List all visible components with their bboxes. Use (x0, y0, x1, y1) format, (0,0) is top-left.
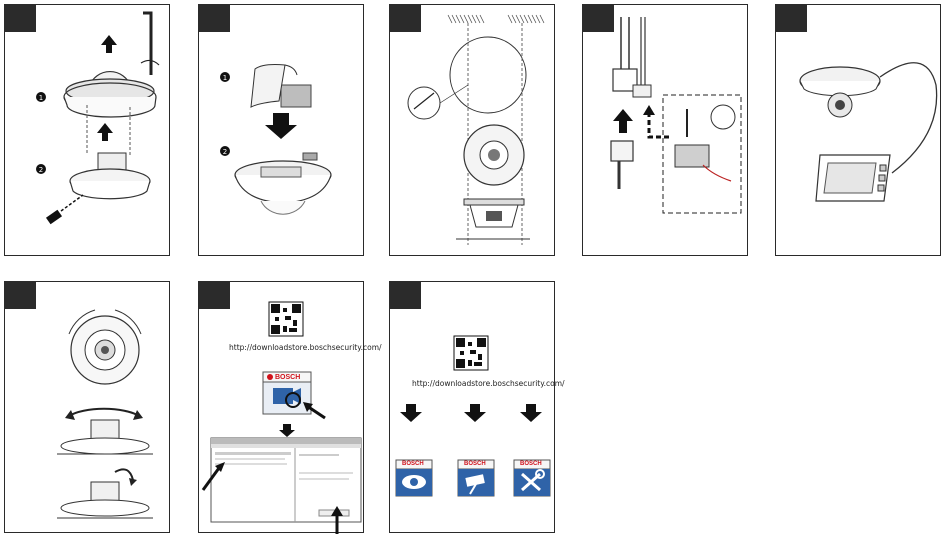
apps-illustration (390, 282, 556, 534)
step-panel-5 (775, 4, 941, 256)
lens-adjust-illustration (5, 282, 171, 534)
down-arrow-icon (464, 404, 486, 422)
step-panel-1: 1 2 (4, 4, 170, 256)
bosch-logo-label: BOSCH (402, 461, 424, 467)
down-arrow-icon (520, 404, 542, 422)
qr-code (269, 302, 303, 336)
qr-code (454, 336, 488, 370)
bosch-logo-label: BOSCH (275, 374, 300, 381)
step-number: 1 (223, 74, 227, 82)
down-arrow-icon (400, 404, 422, 422)
bosch-logo-label: BOSCH (464, 461, 486, 467)
down-arrow-icon (279, 424, 295, 437)
config-manager-illustration (199, 282, 365, 534)
step-number: 2 (39, 166, 43, 174)
step-panel-2: 1 2 (198, 4, 364, 256)
up-arrow-icon (101, 35, 117, 53)
up-arrow-icon (97, 123, 113, 141)
step-panel-8: http://downloadstore.boschsecurity.com/ … (389, 281, 555, 533)
allen-key-icon (143, 13, 151, 75)
up-arrow-icon (613, 109, 633, 133)
download-url[interactable]: http://downloadstore.boschsecurity.com/ (229, 343, 382, 352)
step-panel-3 (389, 4, 555, 256)
step-panel-6 (4, 281, 170, 533)
step-panel-4 (582, 4, 748, 256)
step-panel-7: http://downloadstore.boschsecurity.com/ … (198, 281, 364, 533)
screwdriver-icon (46, 210, 62, 225)
step-number: 1 (39, 94, 43, 102)
step-number: 2 (223, 148, 227, 156)
ceiling-mount-illustration (390, 5, 556, 257)
down-arrow-icon (265, 113, 297, 139)
bosch-logo-label: BOSCH (520, 461, 542, 467)
download-url[interactable]: http://downloadstore.boschsecurity.com/ (412, 379, 565, 388)
dome-removal-illustration: 1 2 (5, 5, 171, 257)
cable-connection-illustration (583, 5, 749, 257)
desiccant-illustration: 1 2 (199, 5, 365, 257)
monitor-aiming-illustration (776, 5, 942, 257)
